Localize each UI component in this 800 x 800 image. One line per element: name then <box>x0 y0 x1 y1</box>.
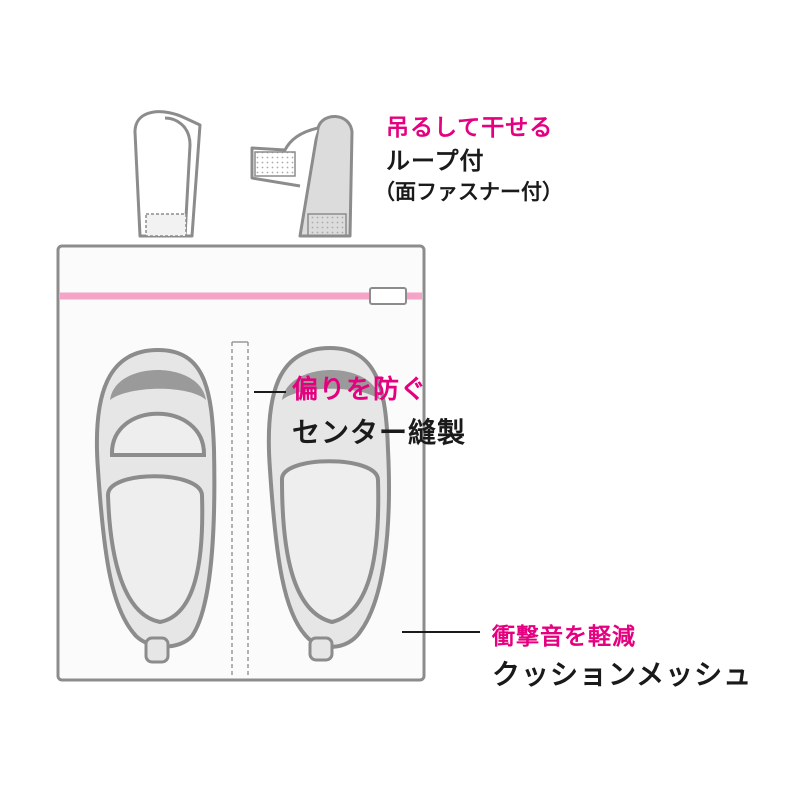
velcro-tab <box>254 151 296 177</box>
loop-callout-line2: （面ファスナー付） <box>374 180 563 204</box>
loop-callout-line1: ループ付 <box>386 147 485 175</box>
velcro-patch-right <box>307 213 347 237</box>
shoe-left <box>94 347 217 664</box>
seam-callout-line1: センター縫製 <box>292 416 467 449</box>
hanging-loop-right <box>250 115 354 238</box>
velcro-patch-left <box>145 213 187 237</box>
mesh-callout-headline: 衝撃音を軽減 <box>492 624 636 650</box>
shoe-right <box>266 345 391 662</box>
hanging-loop-left <box>133 110 202 238</box>
center-seam <box>231 341 249 678</box>
seam-callout-headline: 偏りを防ぐ <box>292 375 428 405</box>
mesh-callout-line1: クッションメッシュ <box>492 658 753 691</box>
loop-callout-headline: 吊るして干せる <box>386 115 554 141</box>
zipper-pull <box>369 287 407 305</box>
